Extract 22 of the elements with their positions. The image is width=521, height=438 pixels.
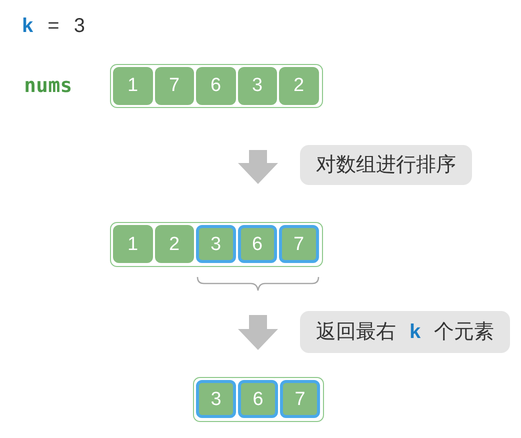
array-cell: 1: [113, 225, 152, 263]
parameter-label: k = 3: [22, 16, 86, 36]
arrow: [238, 315, 278, 350]
highlighted-cell: 7: [280, 380, 320, 418]
array-name: nums: [24, 75, 72, 95]
arrow: [238, 150, 278, 184]
array-cell: 2: [279, 66, 318, 104]
array-cell: 6: [196, 66, 236, 104]
array-cell: 7: [154, 66, 194, 104]
step-label: 返回最右 k 个元素: [300, 311, 510, 353]
array-cell: 1: [113, 66, 152, 104]
array-box: [110, 64, 323, 108]
array-cell: 3: [238, 66, 277, 104]
highlighted-cell: 7: [279, 225, 318, 263]
highlighted-cell: 3: [196, 380, 236, 418]
step-label: 对数组进行排序: [300, 145, 472, 185]
highlighted-cell: 6: [238, 380, 278, 418]
array-box: [193, 377, 324, 422]
array-cell: 2: [154, 225, 194, 263]
highlighted-cell: 3: [196, 225, 236, 263]
array-box: [110, 222, 323, 267]
highlighted-cell: 6: [238, 225, 277, 263]
